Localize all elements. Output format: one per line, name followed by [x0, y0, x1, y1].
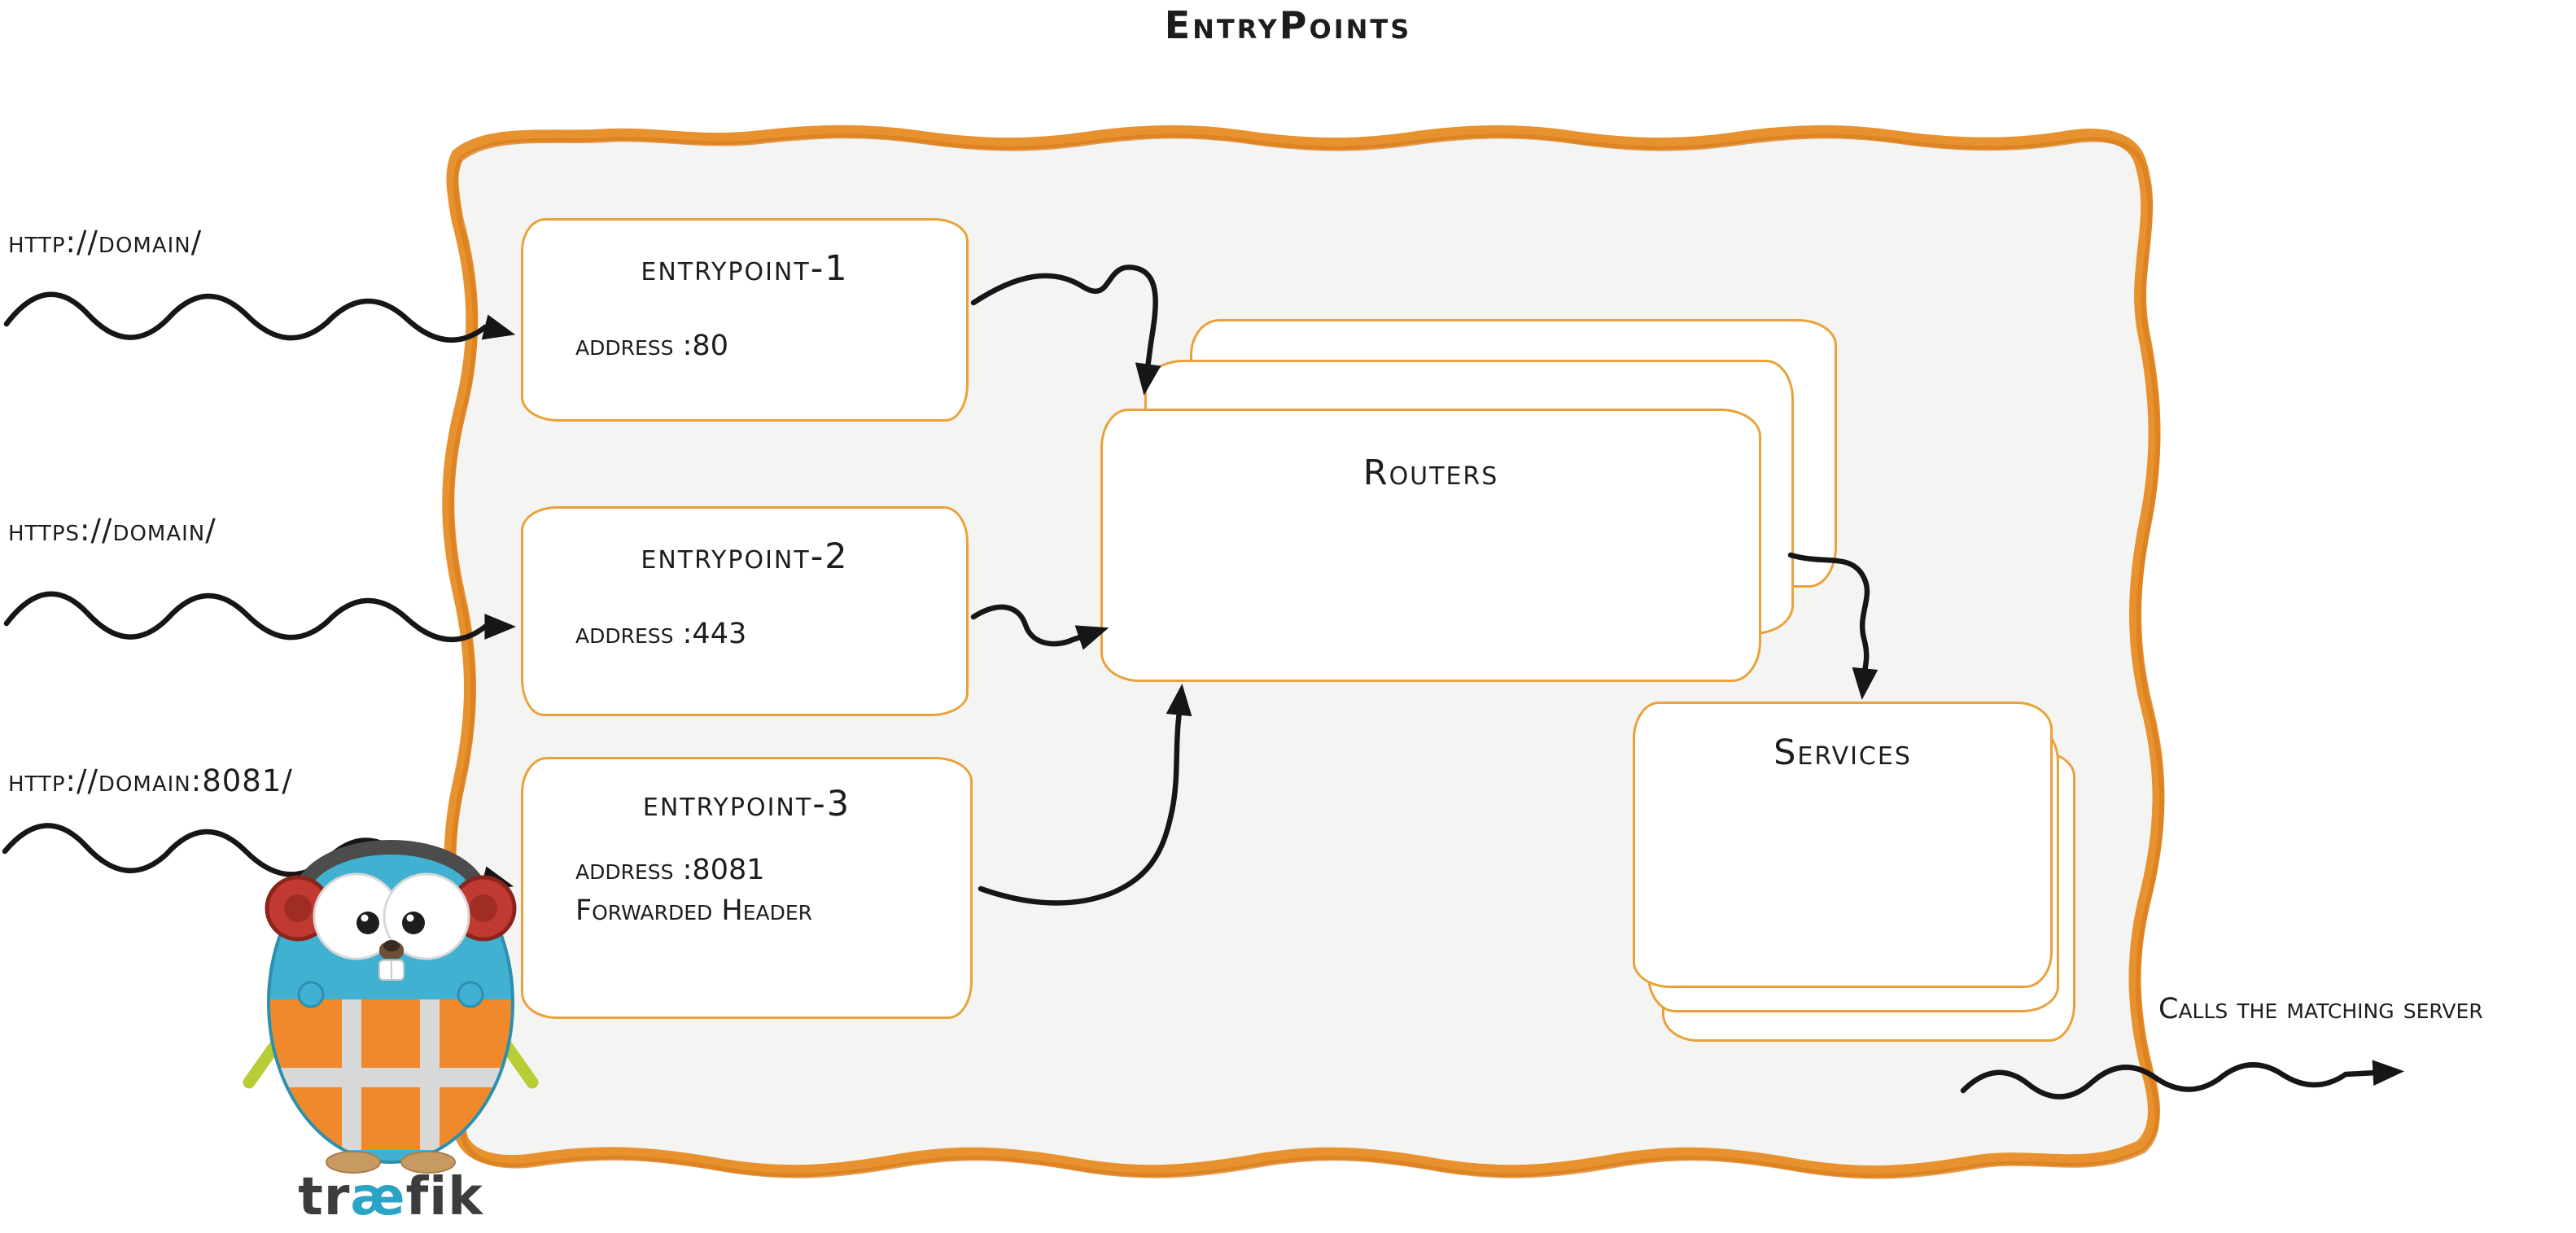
diagram-title: EntryPoints — [1164, 3, 1412, 47]
entrypoint-2-address: address :443 — [575, 618, 747, 650]
traefik-logo: træfik — [259, 1167, 523, 1227]
output-caption: Calls the matching server — [2158, 993, 2483, 1025]
services-label: Services — [1773, 732, 1912, 773]
entrypoint-2-box: entrypoint-2 address :443 — [521, 506, 969, 716]
entrypoint-1-name: entrypoint-1 — [641, 248, 849, 289]
routers-label: Routers — [1362, 453, 1499, 493]
entrypoint-1-address: address :80 — [575, 330, 728, 362]
entrypoint-2-name: entrypoint-2 — [641, 536, 849, 577]
entrypoint-1-box: entrypoint-1 address :80 — [521, 218, 969, 422]
logo-suffix: fik — [405, 1167, 483, 1227]
entrypoint-3-address: address :8081 — [575, 854, 765, 886]
entrypoint-3-box: entrypoint-3 address :8081 Forwarded Hea… — [521, 757, 973, 1019]
services-card-front — [1633, 702, 2053, 988]
entrypoint-3-name: entrypoint-3 — [642, 784, 851, 824]
routers-card-front — [1100, 409, 1761, 682]
logo-prefix: tr — [298, 1167, 351, 1227]
request-url-https: https://domain/ — [8, 513, 216, 548]
request-url-8081: http://domain:8081/ — [8, 763, 293, 798]
request-url-http: http://domain/ — [8, 225, 203, 260]
logo-ligature: æ — [350, 1167, 406, 1227]
entrypoint-3-forwarded-header: Forwarded Header — [575, 894, 813, 927]
